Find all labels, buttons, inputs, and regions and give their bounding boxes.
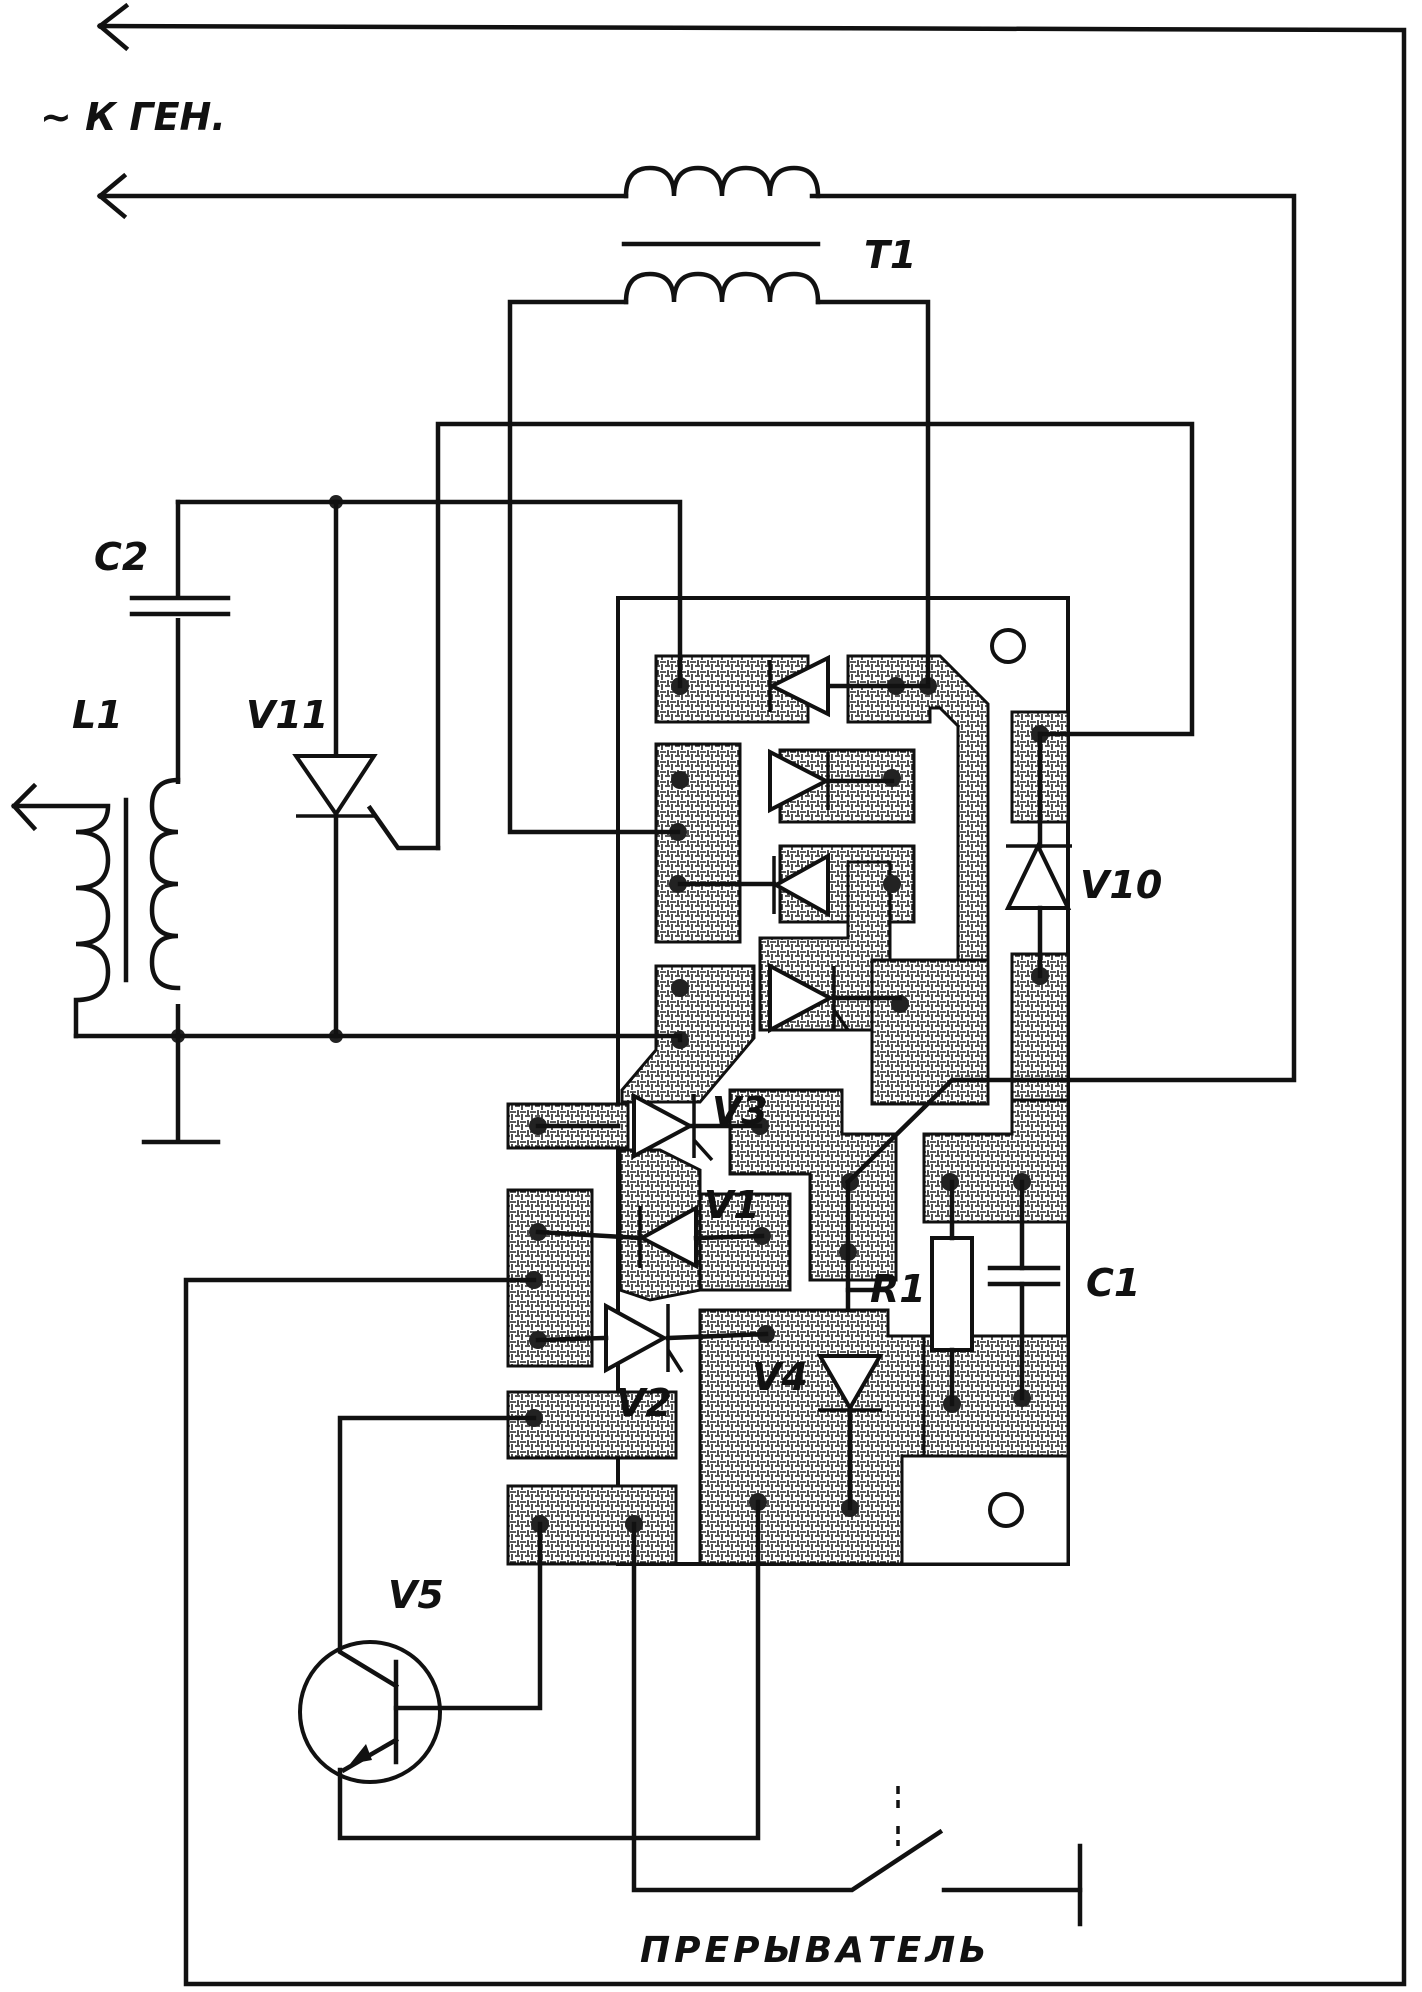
thyristor-v3 bbox=[632, 1092, 695, 1160]
transformer-t1-primary bbox=[623, 165, 821, 199]
label-v5: V5 bbox=[388, 1573, 444, 1617]
label-v1: V1 bbox=[704, 1183, 760, 1227]
label-r1: R1 bbox=[870, 1267, 926, 1311]
label-v2: V2 bbox=[616, 1381, 672, 1425]
board-components bbox=[604, 654, 1072, 1413]
pad bbox=[698, 1192, 792, 1292]
label-t1: Т1 bbox=[864, 233, 916, 277]
pad bbox=[728, 1088, 898, 1282]
pad bbox=[620, 964, 756, 1104]
label-c1: C1 bbox=[1086, 1261, 1140, 1305]
transformer-t1-secondary bbox=[623, 271, 821, 305]
label-v10: V10 bbox=[1080, 863, 1162, 907]
label-breaker: ПРЕРЫВАТЕЛЬ bbox=[640, 1930, 991, 1971]
pad bbox=[870, 958, 990, 1106]
thyristor bbox=[768, 962, 835, 1034]
pad bbox=[506, 1390, 678, 1460]
diode bbox=[771, 852, 830, 918]
pad bbox=[922, 1098, 1070, 1224]
label-v4: V4 bbox=[752, 1355, 808, 1399]
resistor-r1 bbox=[930, 1236, 974, 1352]
label-c2: С2 bbox=[94, 535, 148, 579]
mounting-hole-bottom bbox=[988, 1492, 1024, 1528]
label-v11: V11 bbox=[246, 693, 328, 737]
label-generator: ~ К ГЕН. bbox=[40, 95, 226, 139]
mounting-hole-top bbox=[990, 628, 1026, 664]
label-v3: V3 bbox=[712, 1089, 768, 1133]
pad bbox=[922, 1334, 1070, 1458]
lower-right-cutout bbox=[900, 1454, 1070, 1566]
diode-v4 bbox=[816, 1354, 884, 1413]
pad bbox=[654, 742, 742, 944]
label-l1: L1 bbox=[72, 693, 123, 737]
diode-v11 bbox=[292, 754, 378, 818]
labels: ~ К ГЕН. Т1 С2 L1 V11 V10 V3 V1 R1 C1 V2… bbox=[40, 95, 1162, 1971]
transistor-v5 bbox=[298, 1640, 442, 1784]
inductor-l1 bbox=[149, 777, 181, 991]
diode bbox=[768, 748, 831, 814]
wiring bbox=[10, 2, 1407, 1987]
